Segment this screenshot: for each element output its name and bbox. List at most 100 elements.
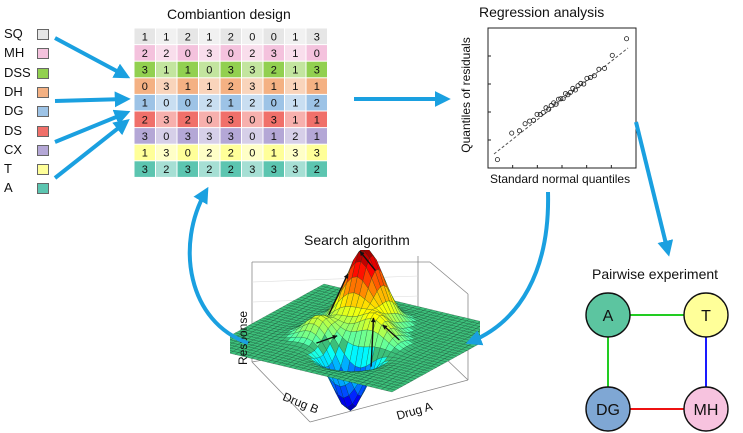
search-step-arrowhead (370, 317, 376, 323)
design-cell-value: 1 (271, 81, 277, 93)
design-cell (134, 28, 155, 45)
design-cell (220, 161, 241, 177)
design-cell-value: 1 (163, 31, 169, 43)
regression-xlabel: Standard normal quantiles (490, 172, 631, 186)
design-cell-value: 3 (163, 148, 169, 160)
design-cell (199, 111, 220, 128)
design-cell (134, 144, 155, 161)
qq-plot (487, 27, 637, 169)
design-cell-value: 0 (206, 114, 212, 126)
design-cell-value: 1 (206, 31, 212, 43)
design-cell (285, 111, 306, 128)
design-cell (263, 94, 284, 111)
design-cell (242, 111, 263, 128)
drug-swatch-t (37, 164, 49, 176)
design-cell (134, 128, 155, 144)
qq-point (596, 66, 602, 72)
design-cell (263, 144, 284, 161)
design-cell (220, 45, 241, 61)
design-cell-value: 0 (142, 81, 148, 93)
search-step-arrow (328, 273, 349, 316)
design-cell (220, 78, 241, 94)
search-step-arrowhead (359, 251, 365, 257)
design-cell-value: 0 (314, 48, 320, 60)
design-cell-value: 3 (228, 114, 234, 126)
design-cell-value: 2 (163, 164, 169, 176)
qq-point (587, 75, 593, 81)
design-cell (220, 111, 241, 128)
drug-swatch-a (37, 183, 49, 195)
design-cell (263, 78, 284, 94)
drug-label-mh: MH (4, 45, 25, 61)
qq-point (540, 109, 546, 115)
design-cell-value: 1 (271, 131, 277, 143)
design-cell (242, 61, 263, 78)
qq-point (522, 121, 528, 127)
design-cell-value: 3 (271, 48, 277, 60)
qq-point (591, 73, 597, 79)
design-cell-value: 3 (271, 164, 277, 176)
qq-point (548, 103, 554, 109)
design-cell-value: 0 (206, 65, 212, 77)
design-cell (285, 45, 306, 61)
drug-swatch-sq (37, 29, 49, 40)
node-t (683, 292, 729, 338)
design-cell-value: 3 (292, 148, 298, 160)
design-cell-value: 0 (185, 48, 191, 60)
design-title: Combiantion design (167, 6, 291, 22)
design-cell-value: 2 (206, 164, 212, 176)
design-cell-value: 3 (142, 131, 148, 143)
design-cell-value: 0 (249, 148, 255, 160)
arrow-a-to-design (53, 119, 130, 180)
qq-point (527, 118, 533, 124)
design-cell-value: 2 (314, 98, 320, 110)
design-cell-value: 2 (185, 114, 191, 126)
design-cell-value: 3 (228, 131, 234, 143)
design-cell (263, 28, 284, 45)
qq-point (572, 87, 578, 93)
design-cell-value: 0 (271, 31, 277, 43)
design-cell-value: 1 (142, 148, 148, 160)
surface-facet (386, 388, 396, 393)
design-cell (263, 161, 284, 177)
design-cell-value: 1 (185, 65, 191, 77)
regression-ylabel: Quantiles of residuals (459, 37, 473, 153)
design-cell-value: 2 (206, 98, 212, 110)
design-cell (134, 78, 155, 94)
design-cell-value: 0 (271, 98, 277, 110)
qq-point (567, 89, 573, 95)
design-cell (220, 61, 241, 78)
design-cell (242, 144, 263, 161)
design-cell (199, 144, 220, 161)
design-cell-value: 3 (163, 114, 169, 126)
design-cell-value: 1 (314, 114, 320, 126)
design-cell (199, 45, 220, 61)
design-cell (177, 61, 198, 78)
design-cell (306, 128, 327, 144)
qq-point (551, 100, 557, 106)
design-cell (177, 78, 198, 94)
design-cell (199, 61, 220, 78)
design-cell-value: 2 (314, 164, 320, 176)
design-cell (134, 45, 155, 61)
design-cell (156, 45, 177, 61)
design-cell (156, 144, 177, 161)
design-cell (306, 94, 327, 111)
qq-point (555, 96, 561, 102)
design-cell (306, 111, 327, 128)
design-cell (263, 128, 284, 144)
design-cell (220, 128, 241, 144)
design-cell-value: 2 (185, 31, 191, 43)
design-cell-value: 3 (142, 65, 148, 77)
design-cell (156, 128, 177, 144)
response-surface-plot (230, 250, 480, 423)
design-cell-value: 2 (271, 65, 277, 77)
design-cell-value: 3 (185, 164, 191, 176)
design-cell (306, 45, 327, 61)
design-cell (177, 161, 198, 177)
qq-point (609, 52, 615, 58)
surface-frame-line (251, 361, 311, 423)
qq-point (553, 101, 559, 107)
qq-point (570, 85, 576, 91)
